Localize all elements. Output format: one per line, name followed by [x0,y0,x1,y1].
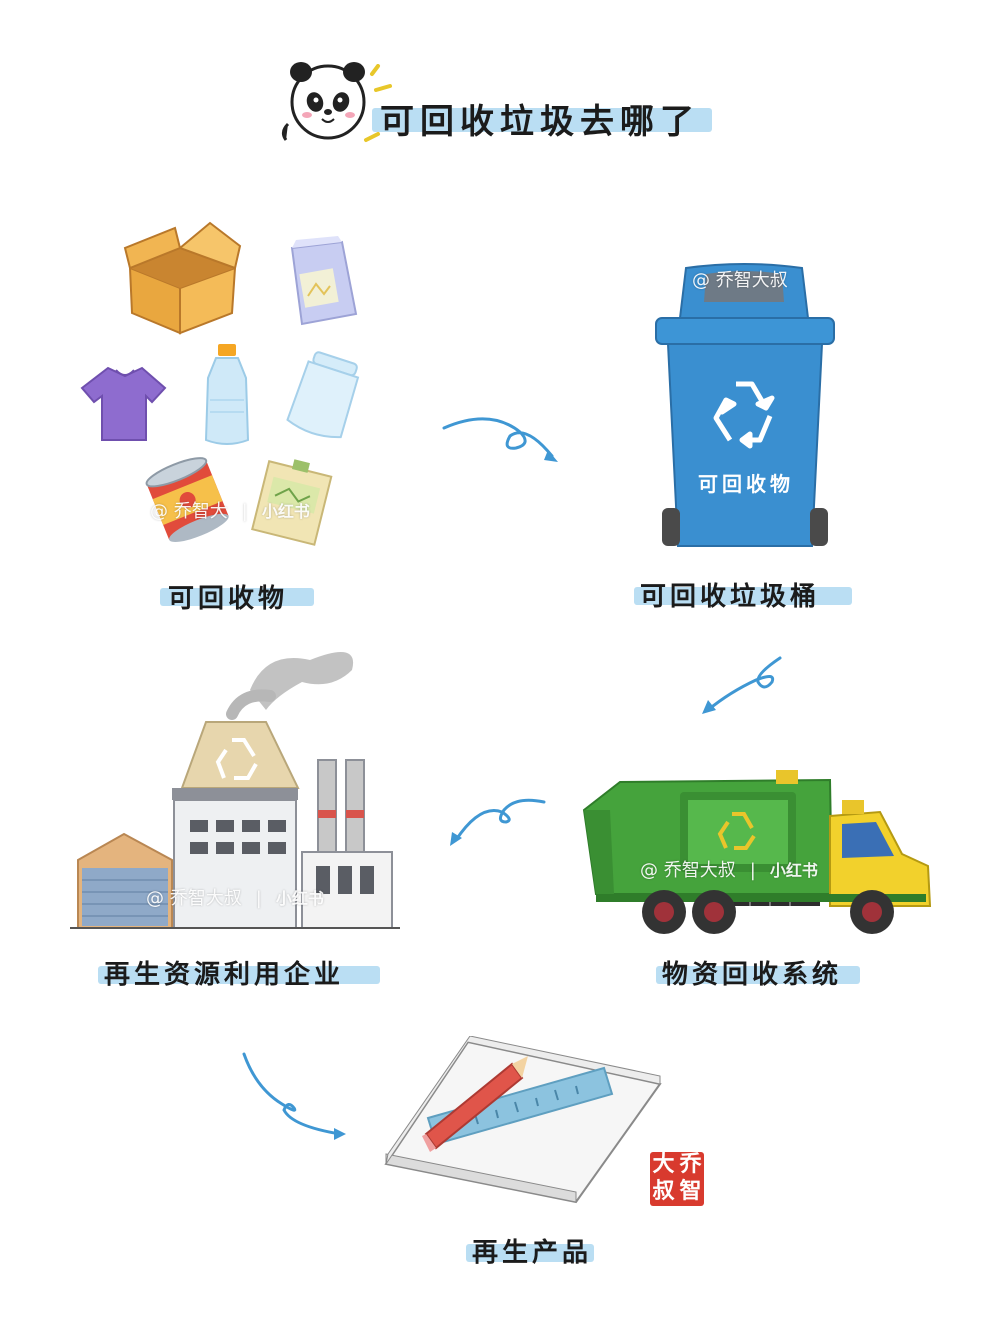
tin-can-icon [145,457,229,542]
label-truck: 物资回收系统 [662,960,843,990]
label-highlight [160,588,314,606]
label-bin: 可回收垃圾桶 [640,582,821,612]
plastic-bottle-icon [204,344,250,445]
label-product: 再生产品 [472,1238,593,1268]
factory-icon [70,652,400,929]
label-recyclables: 可回收物 [168,584,289,614]
arrow-to-product-icon [242,1052,346,1140]
arrow-to-truck-icon [702,656,782,714]
watermark-2: @ 乔智大叔 [692,266,788,292]
label-highlight [98,966,380,984]
label-highlight [466,1244,594,1262]
garbage-truck-icon [582,770,932,934]
arrow-to-factory-icon [450,798,546,846]
title-highlight [372,108,712,132]
watermark-3: @ 乔智大叔|小红书 [146,888,324,909]
bin-label: 可回收物 [698,472,794,496]
label-highlight [656,966,860,984]
seal-char: 乔 [679,1152,702,1177]
author-seal: 大 乔 叔 智 [650,1152,704,1206]
recycling-bin-icon [655,263,835,547]
seal-char: 叔 [652,1179,675,1204]
watermark-1: @ 乔智大|小红书 [150,501,310,522]
cardboard-box-icon [123,221,242,335]
watermark-author: @ 乔智大叔 [692,270,788,291]
page-title: 可回收垃圾去哪了 [380,102,700,142]
watermark-author: @ 乔智大叔 [146,888,242,909]
arrow-to-bin-icon [442,417,558,462]
watermark-4: @ 乔智大叔|小红书 [640,860,818,881]
sparkle-icon [364,64,392,142]
watermark-author: @ 乔智大叔 [640,860,736,881]
label-highlight [634,587,852,605]
paper-box-icon [251,459,333,546]
seal-char: 大 [652,1152,675,1177]
seal-char: 智 [679,1179,702,1204]
tshirt-icon [80,366,167,441]
label-factory: 再生资源利用企业 [104,960,345,990]
milk-carton-icon [290,236,358,326]
glass-jar-icon [286,351,360,439]
notebook-ruler-pencil-icon [384,1036,662,1204]
watermark-author: @ 乔智大 [150,501,228,522]
panda-mascot-icon [281,62,366,141]
